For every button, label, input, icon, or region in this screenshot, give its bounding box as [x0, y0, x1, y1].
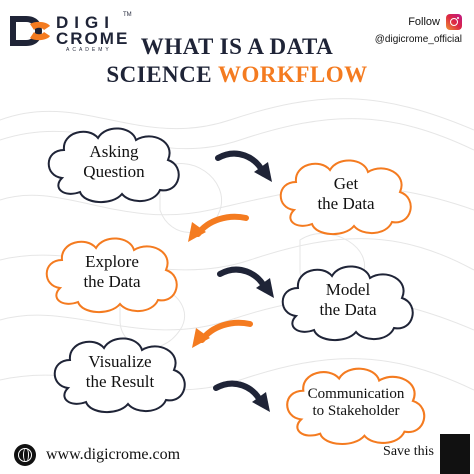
page-title-line2: SCIENCE WORKFLOW — [0, 62, 474, 88]
follow-label: Follow — [408, 16, 440, 28]
cloud-shape — [47, 127, 180, 203]
globe-icon — [14, 444, 36, 466]
step-cloud-visualize-result: Visualize the Result — [46, 328, 194, 416]
logo-text-digi: DIGI — [56, 13, 115, 32]
website-link[interactable]: www.digicrome.com — [14, 444, 180, 466]
title-plain: SCIENCE — [106, 62, 218, 87]
step-cloud-asking-question: Asking Question — [40, 118, 188, 206]
cloud-shape — [45, 237, 178, 313]
step-cloud-communication: Communication to Stakeholder — [278, 358, 434, 448]
social-follow[interactable]: Follow @digicrome_official — [375, 14, 462, 45]
step-cloud-get-data: Get the Data — [272, 150, 420, 238]
step-cloud-model-data: Model the Data — [274, 256, 422, 344]
trademark-mark: TM — [123, 12, 132, 18]
arrow-right-icon — [213, 380, 270, 412]
title-accent: WORKFLOW — [217, 62, 368, 87]
step-label: Visualize the Result — [85, 352, 155, 391]
save-label: Save this — [383, 444, 434, 459]
step-cloud-explore-data: Explore the Data — [38, 228, 186, 316]
cloud-shape — [286, 367, 426, 445]
arrow-right-icon — [217, 266, 274, 298]
arrow-left-icon — [188, 213, 249, 242]
step-label: Get the Data — [317, 174, 375, 213]
logo-text-crome: CROME — [56, 29, 130, 48]
step-label: Explore the Data — [83, 252, 141, 291]
step-label: Communication to Stakeholder — [307, 385, 405, 419]
step-label: Model the Data — [319, 280, 377, 319]
step-label: Asking Question — [83, 142, 145, 181]
cloud-shape — [279, 159, 412, 235]
bookmark-icon[interactable] — [440, 434, 470, 474]
cloud-shape — [53, 337, 186, 413]
logo-mark-icon — [10, 16, 50, 46]
arrow-right-icon — [215, 150, 272, 182]
brand-logo: DIGI CROME ACADEMY TM — [8, 12, 132, 53]
cloud-shape — [281, 265, 414, 341]
logo-text-academy: ACADEMY — [66, 47, 112, 53]
arrow-left-icon — [192, 319, 253, 348]
website-url[interactable]: www.digicrome.com — [46, 446, 181, 463]
instagram-icon[interactable] — [446, 14, 462, 30]
social-handle[interactable]: @digicrome_official — [374, 34, 462, 45]
page-title-line1: WHAT IS A DATA — [140, 34, 334, 59]
